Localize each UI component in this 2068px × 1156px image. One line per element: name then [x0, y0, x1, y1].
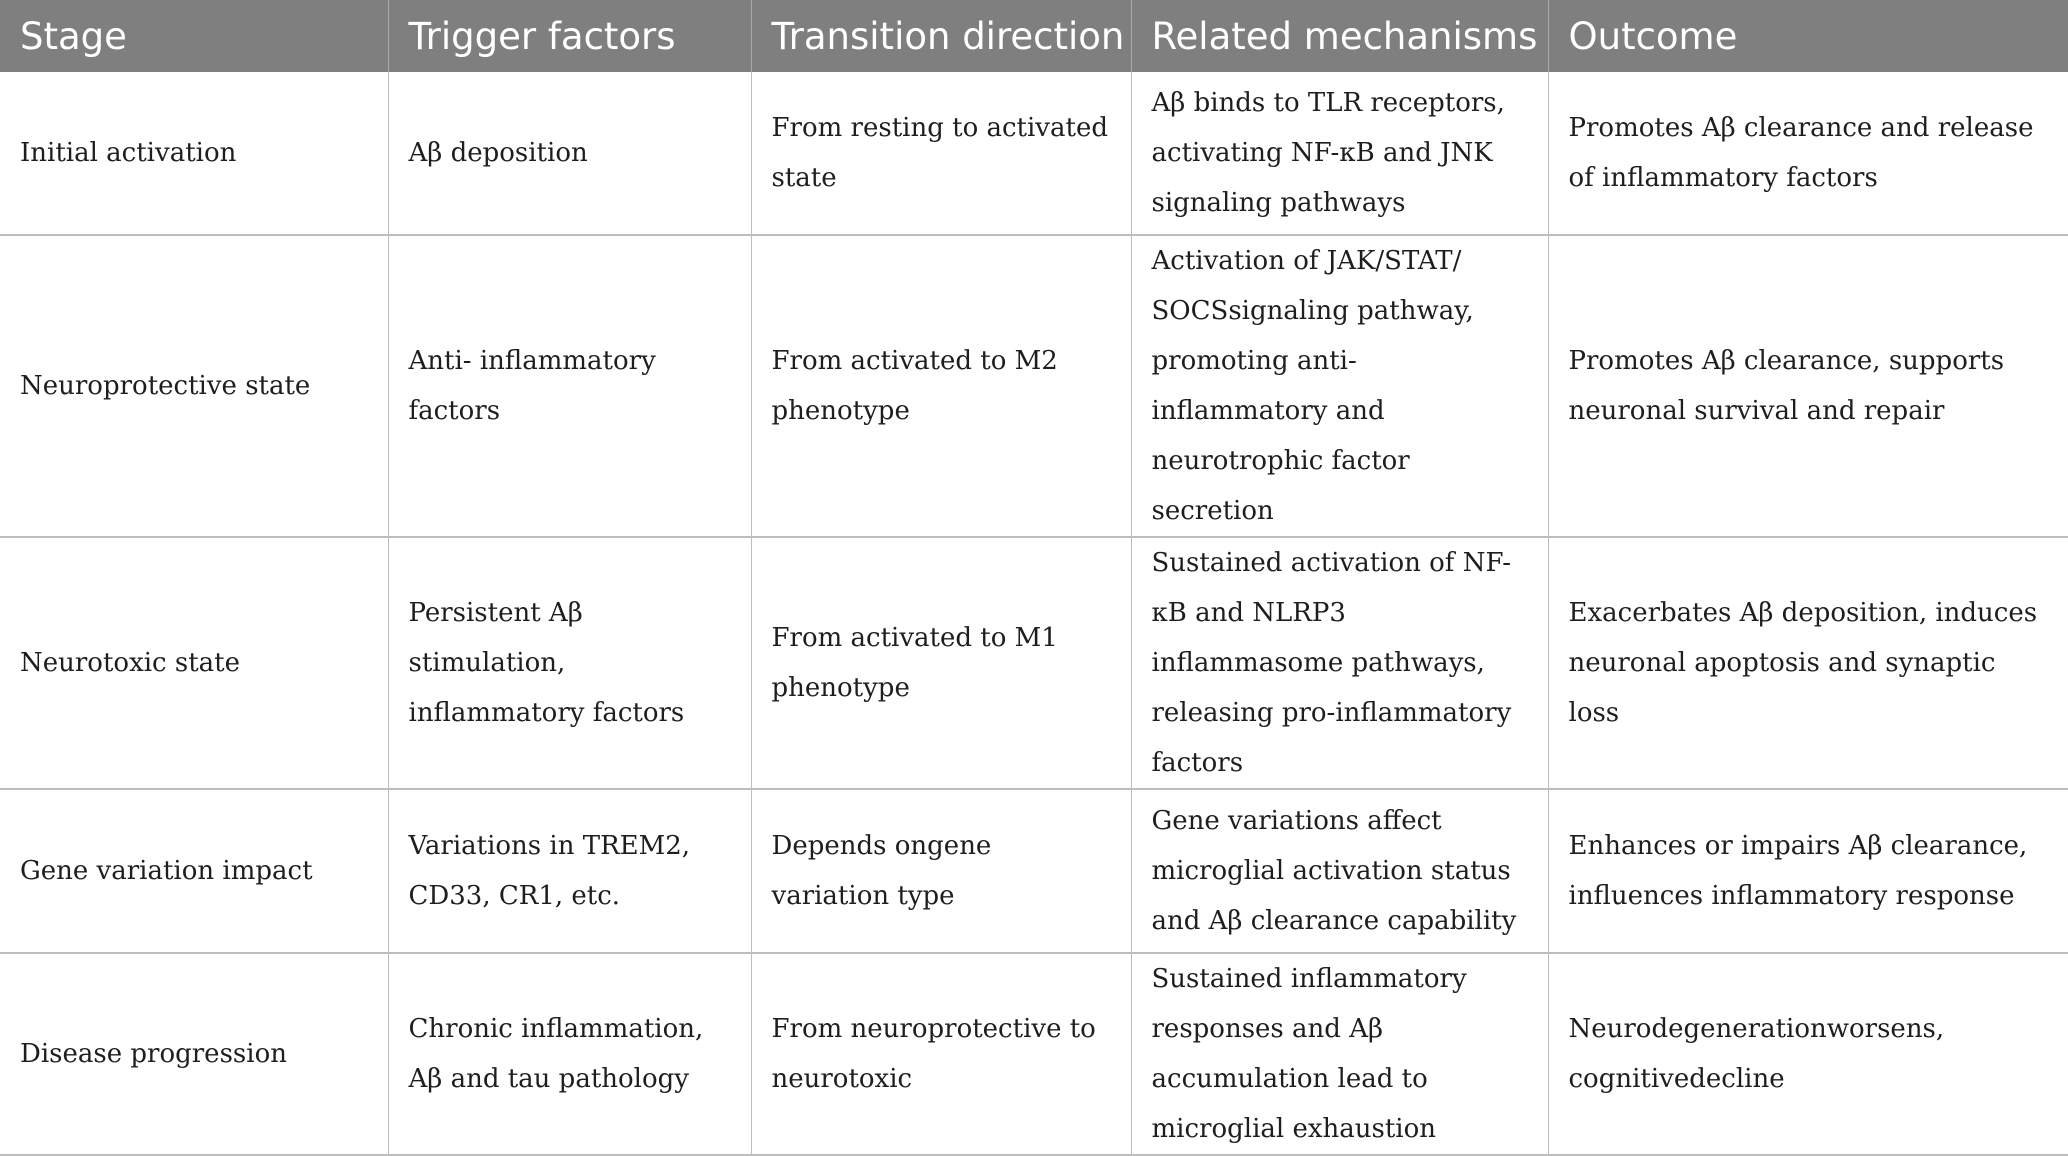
column-header-stage: Stage	[0, 0, 388, 72]
table-row: Neuroprotective state Anti- inflammatory…	[0, 235, 2068, 538]
table-row: Initial activation Aβ deposition From re…	[0, 72, 2068, 236]
cell-mechanisms: Activation of JAK/STAT/ SOCSsignaling pa…	[1130, 235, 1548, 538]
cell-mechanisms: Sustained inflammatory responses and Aβ …	[1130, 953, 1548, 1156]
cell-transition: From resting to activated state	[750, 72, 1131, 236]
table-body: Initial activation Aβ deposition From re…	[0, 72, 2068, 1156]
cell-stage: Neuroprotective state	[0, 235, 388, 538]
cell-stage: Disease progression	[0, 953, 388, 1156]
cell-transition: From neuroprotective to neurotoxic	[750, 953, 1131, 1156]
table-header: Stage Trigger factors Transition directi…	[0, 0, 2068, 72]
table-row: Disease progression Chronic inflammation…	[0, 953, 2068, 1156]
cell-outcome: Neurodegenerationworsens, cognitivedecli…	[1547, 953, 2068, 1156]
cell-trigger: Chronic inflammation, Aβ and tau patholo…	[387, 953, 751, 1156]
cell-trigger: Persistent Aβ stimulation, inflammatory …	[387, 537, 751, 790]
cell-outcome: Promotes Aβ clearance, supports neuronal…	[1547, 235, 2068, 538]
cell-trigger: Variations in TREM2, CD33, CR1, etc.	[387, 789, 751, 954]
cell-stage: Neurotoxic state	[0, 537, 388, 790]
table-row: Gene variation impact Variations in TREM…	[0, 789, 2068, 954]
cell-mechanisms: Aβ binds to TLR receptors, activating NF…	[1130, 72, 1548, 236]
column-header-trigger-factors: Trigger factors	[387, 0, 751, 72]
column-header-transition-direction: Transition direction	[750, 0, 1131, 72]
cell-transition: From activated to M2 phenotype	[750, 235, 1131, 538]
cell-transition: From activated to M1 phenotype	[750, 537, 1131, 790]
cell-outcome: Promotes Aβ clearance and release of inf…	[1547, 72, 2068, 236]
column-header-outcome: Outcome	[1547, 0, 2068, 72]
cell-stage: Gene variation impact	[0, 789, 388, 954]
cell-outcome: Enhances or impairs Aβ clearance, influe…	[1547, 789, 2068, 954]
cell-mechanisms: Sustained activation of NF-κB and NLRP3 …	[1130, 537, 1548, 790]
cell-mechanisms: Gene variations affect microglial activa…	[1130, 789, 1548, 954]
cell-trigger: Aβ deposition	[387, 72, 751, 236]
cell-outcome: Exacerbates Aβ deposition, induces neuro…	[1547, 537, 2068, 790]
cell-transition: Depends ongene variation type	[750, 789, 1131, 954]
column-header-related-mechanisms: Related mechanisms	[1130, 0, 1548, 72]
cell-stage: Initial activation	[0, 72, 388, 236]
cell-trigger: Anti- inflammatory factors	[387, 235, 751, 538]
header-row: Stage Trigger factors Transition directi…	[0, 0, 2068, 72]
table-row: Neurotoxic state Persistent Aβ stimulati…	[0, 537, 2068, 790]
